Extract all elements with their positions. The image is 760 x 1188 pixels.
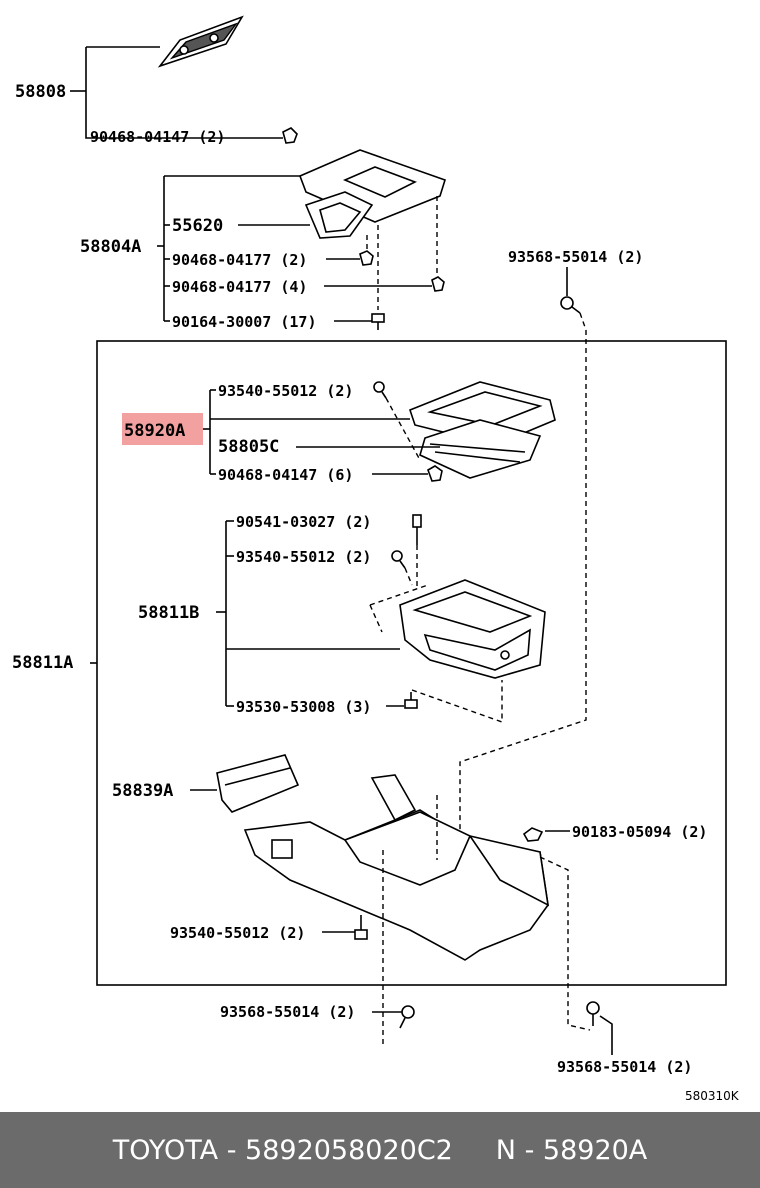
footer-bar: TOYOTA - 5892058020C2 N - 58920A: [0, 1112, 760, 1188]
clip-icon: [359, 250, 374, 266]
clip-icon: [427, 465, 443, 482]
screw-icon: [371, 313, 385, 330]
footer-gap: [453, 1135, 496, 1166]
label-93530-53008: 93530-53008 (3): [236, 698, 371, 716]
label-93540-55012-b: 93540-55012 (2): [236, 548, 371, 566]
highlight-58920A: [122, 413, 203, 445]
clip-icon: [522, 827, 544, 842]
screw-icon: [354, 915, 368, 940]
screw-icon: [391, 550, 406, 569]
label-58920A: 58920A: [124, 421, 185, 441]
footer-ref-code: 58920A: [542, 1134, 648, 1166]
label-90468-04177-b: 90468-04177 (4): [172, 278, 307, 296]
screw-icon: [586, 1001, 600, 1026]
footer-part-number: 5892058020C2: [245, 1134, 453, 1166]
part-58839A-pocket: [216, 754, 300, 813]
screw-icon: [560, 296, 581, 314]
part-58811B-box: [399, 579, 546, 679]
clip-icon: [282, 127, 298, 144]
screw-icon: [399, 1005, 415, 1029]
footer-brand: TOYOTA: [112, 1134, 219, 1166]
label-93568-55014-bot: 93568-55014 (2): [557, 1058, 692, 1076]
footer-separator-2: -: [515, 1134, 543, 1166]
label-90183-05094: 90183-05094 (2): [572, 823, 707, 841]
part-58920A-ashtray: [409, 381, 556, 479]
clip-icon: [431, 276, 445, 292]
exploded-parts-diagram: 58808 90468-04147 (2) 58804A 55620 90468…: [12, 15, 740, 1103]
label-58808: 58808: [15, 82, 66, 102]
label-90164-30007: 90164-30007 (17): [172, 313, 317, 331]
label-58805C: 58805C: [218, 437, 279, 457]
label-90468-04147-b: 90468-04147 (6): [218, 466, 353, 484]
label-93540-55012-a: 93540-55012 (2): [218, 382, 353, 400]
label-93568-55014-mid: 93568-55014 (2): [220, 1003, 355, 1021]
bolt-icon: [412, 514, 422, 545]
part-58804A-bezel: [298, 149, 446, 239]
part-console-body: [243, 774, 550, 961]
label-55620: 55620: [172, 216, 223, 236]
label-90541-03027: 90541-03027 (2): [236, 513, 371, 531]
screw-icon: [404, 692, 418, 709]
part-58808-plate: [157, 15, 244, 68]
footer-n-prefix: N: [495, 1134, 516, 1166]
label-93540-55012-c: 93540-55012 (2): [170, 924, 305, 942]
footer-separator: -: [218, 1134, 246, 1166]
label-58804A: 58804A: [80, 237, 141, 257]
screw-icon: [373, 381, 387, 399]
label-90468-04147-top: 90468-04147 (2): [90, 128, 225, 146]
diagram-code: 580310K: [685, 1089, 740, 1103]
label-90468-04177-a: 90468-04177 (2): [172, 251, 307, 269]
label-93568-55014-top: 93568-55014 (2): [508, 248, 643, 266]
label-58811B: 58811B: [138, 603, 199, 623]
label-58811A: 58811A: [12, 653, 73, 673]
label-58839A: 58839A: [112, 781, 173, 801]
